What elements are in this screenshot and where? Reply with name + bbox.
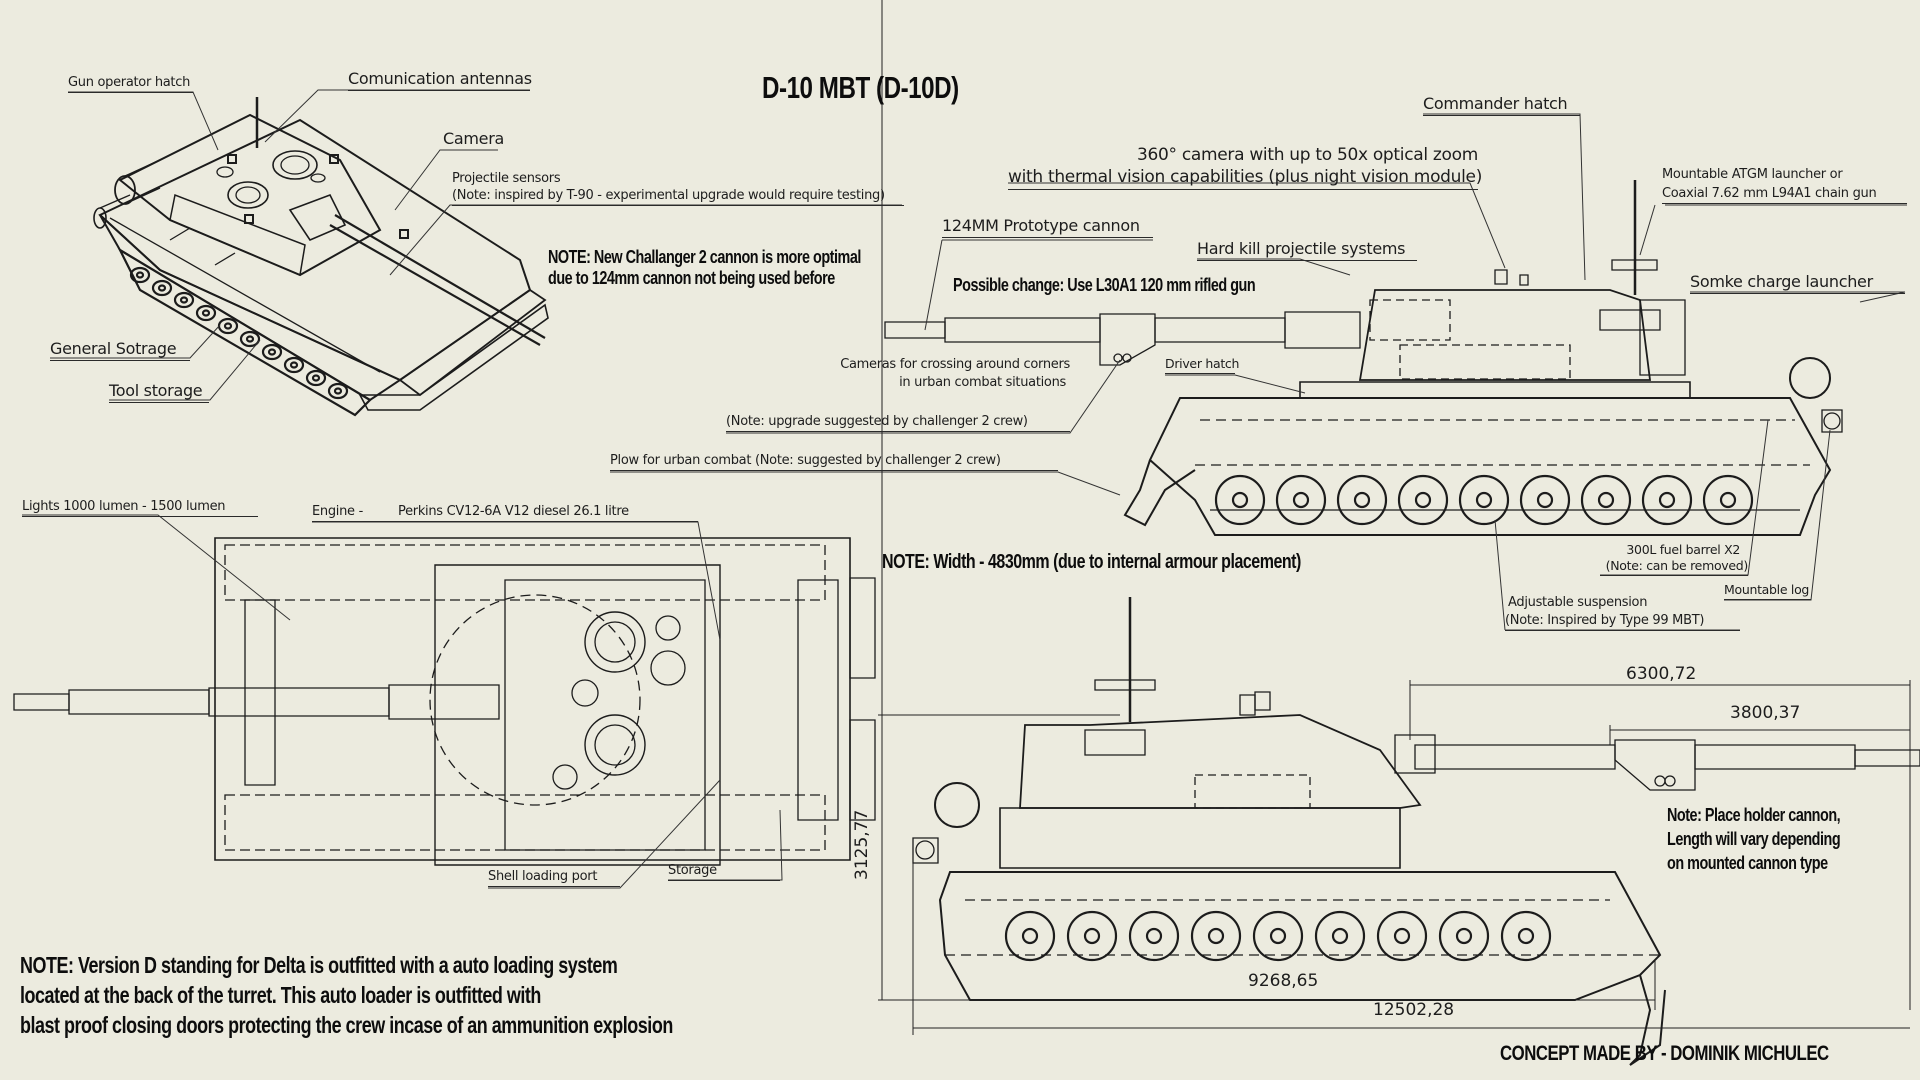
label-camera-360-line1: 360° camera with up to 50x optical zoom <box>1136 145 1478 165</box>
label-camera-iso: Camera <box>443 129 504 148</box>
isometric-tank-drawing <box>94 97 548 415</box>
side-view-upper-drawing <box>885 180 1842 535</box>
label-lights: Lights 1000 lumen - 1500 lumen <box>22 498 258 517</box>
dimension-lines <box>878 0 1910 1035</box>
label-fuel-barrel-note: (Note: can be removed) <box>1600 558 1748 576</box>
label-general-storage: General Sotrage <box>50 339 190 361</box>
label-fuel-barrel: 300L fuel barrel X2 <box>1626 542 1740 557</box>
label-prototype-cannon: 124MM Prototype cannon <box>942 216 1153 238</box>
note-version-d-line1: NOTE: Version D standing for Delta is ou… <box>20 952 618 978</box>
page-title: D-10 MBT (D-10D) <box>762 70 959 105</box>
label-atgm-line1: Mountable ATGM launcher or <box>1662 167 1843 182</box>
label-tool-storage: Tool storage <box>109 381 209 403</box>
label-corner-cameras-note: (Note: upgrade suggested by challenger 2… <box>726 413 1070 432</box>
side-upper-road-wheels <box>1216 476 1752 524</box>
label-projectile-sensors: Projectile sensors <box>452 171 561 186</box>
note-placeholder-cannon-line3: on mounted cannon type <box>1667 853 1828 873</box>
label-corner-cameras-line2: in urban combat situations <box>899 375 1066 390</box>
note-version-d-line3: blast proof closing doors protecting the… <box>20 1012 673 1038</box>
credit: CONCEPT MADE BY - DOMINIK MICHULEC <box>1500 1042 1829 1065</box>
dimension-barrel: 3800,37 <box>1730 703 1801 723</box>
label-storage: Storage <box>668 862 780 881</box>
side-lower-road-wheels <box>1006 912 1550 960</box>
label-smoke-launcher: Somke charge launcher <box>1690 272 1905 294</box>
label-gun-operator-hatch: Gun operator hatch <box>68 74 193 93</box>
note-placeholder-cannon-line2: Length will vary depending <box>1667 829 1841 849</box>
note-challenger-cannon-line1: NOTE: New Challanger 2 cannon is more op… <box>548 247 861 267</box>
note-placeholder-cannon-line1: Note: Place holder cannon, <box>1667 805 1841 825</box>
note-width: NOTE: Width - 4830mm (due to internal ar… <box>882 551 1301 573</box>
dimension-overall-length: 12502,28 <box>1373 1000 1455 1020</box>
note-possible-change: Possible change: Use L30A1 120 mm rifled… <box>953 275 1256 295</box>
label-commander-hatch: Commander hatch <box>1423 94 1580 116</box>
label-plow: Plow for urban combat (Note: suggested b… <box>610 452 1058 471</box>
note-version-d-line2: located at the back of the turret. This … <box>20 982 541 1008</box>
label-communication-antennas: Comunication antennas <box>348 69 532 91</box>
label-corner-cameras-line1: Cameras for crossing around corners <box>840 357 1070 372</box>
label-shell-loading-port: Shell loading port <box>488 868 620 887</box>
dimension-gun-overhang: 6300,72 <box>1626 664 1697 684</box>
label-projectile-sensors-note: (Note: inspired by T-90 - experimental u… <box>452 187 904 206</box>
side-view-lower-drawing <box>913 597 1920 1065</box>
label-driver-hatch: Driver hatch <box>1165 356 1239 374</box>
label-suspension-note: (Note: Inspired by Type 99 MBT) <box>1505 612 1740 631</box>
dimension-hull-length: 9268,65 <box>1248 971 1319 991</box>
label-suspension: Adjustable suspension <box>1508 595 1648 610</box>
label-engine-prefix: Engine - <box>312 504 363 519</box>
note-challenger-cannon-line2: due to 124mm cannon not being used befor… <box>548 268 835 288</box>
label-camera-360-line2: with thermal vision capabilities (plus n… <box>1008 166 1482 190</box>
label-atgm-line2: Coaxial 7.62 mm L94A1 chain gun <box>1662 185 1907 204</box>
top-view-drawing <box>14 538 875 865</box>
iso-road-wheels <box>131 268 347 398</box>
label-hard-kill: Hard kill projectile systems <box>1197 239 1417 261</box>
label-mountable-log: Mountable log <box>1724 582 1811 600</box>
dimension-height: 3125,77 <box>852 809 872 880</box>
label-engine: Perkins CV12-6A V12 diesel 26.1 litre <box>312 503 698 522</box>
